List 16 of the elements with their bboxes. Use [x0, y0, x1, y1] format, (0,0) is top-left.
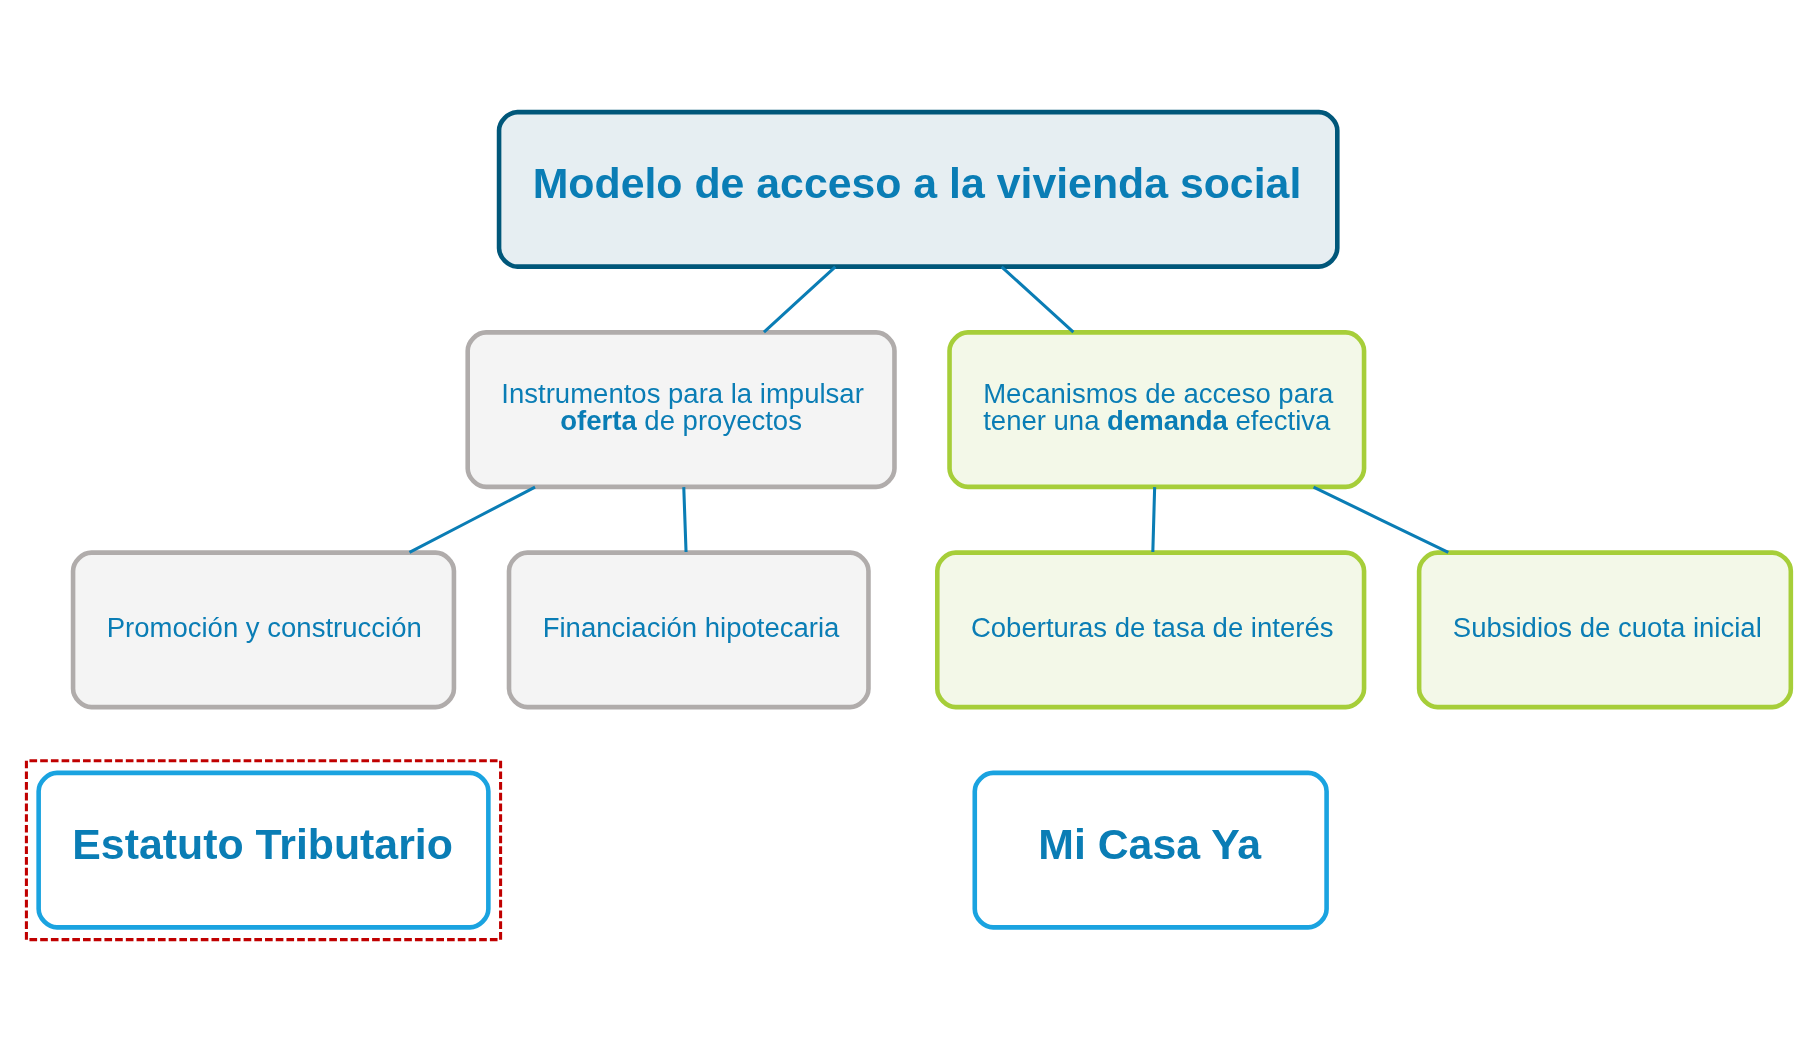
- node-box: Estatuto Tributario: [36, 770, 491, 930]
- node-box: Mi Casa Ya: [972, 770, 1329, 930]
- node-box: Coberturas de tasa de interés: [935, 550, 1367, 710]
- connector: [762, 265, 837, 334]
- node-box: Mecanismos de acceso para tener una demanda efectiva: [947, 330, 1367, 490]
- node-box: Promoción y construcción: [70, 550, 457, 710]
- node-box: Instrumentos para la impulsar oferta de proyectos: [465, 330, 897, 490]
- connector: [682, 487, 688, 553]
- node-box: Subsidios de cuota inicial: [1416, 550, 1794, 710]
- cluster: [24, 759, 503, 942]
- node-box: Financiación hipotecaria: [506, 550, 871, 710]
- connector: [408, 485, 536, 554]
- connector: [1151, 487, 1157, 553]
- connector: [1000, 265, 1075, 334]
- connector: [1312, 485, 1449, 554]
- node-box: Modelo de acceso a la vivienda social: [496, 109, 1340, 269]
